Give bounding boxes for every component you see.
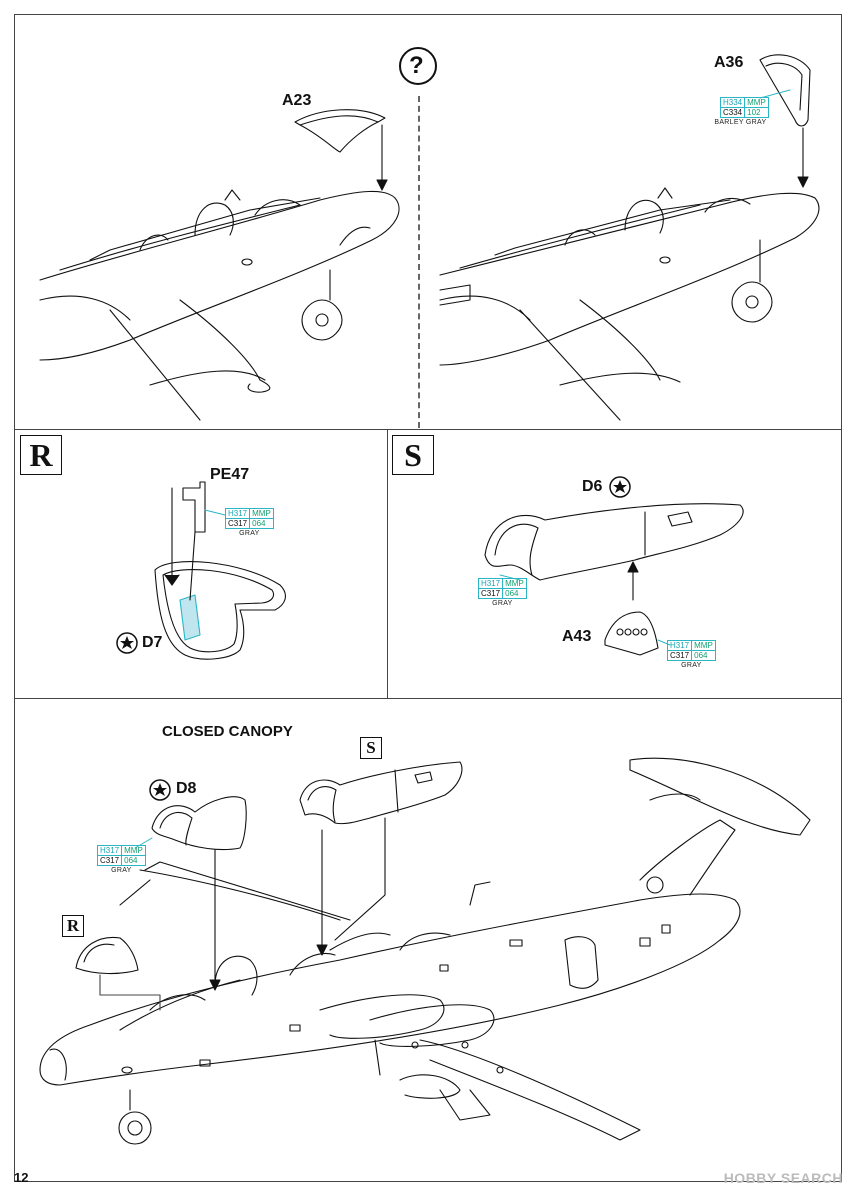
- paint-h-code: H317: [477, 578, 504, 589]
- paint-c-code: C334: [719, 107, 746, 118]
- paint-c-code: C317: [477, 588, 504, 599]
- canopy-d8: [151, 796, 247, 851]
- fuselage-right: [439, 187, 820, 421]
- paint-callout-d8: H317 MMP C317 064 GRAY: [96, 845, 146, 875]
- section-title-closed-canopy: CLOSED CANOPY: [162, 723, 293, 740]
- panel-a43: [604, 611, 659, 656]
- paint-h-code: H317: [224, 508, 251, 519]
- canopy-a36: [759, 54, 811, 127]
- paint-name: BARLEY GRAY: [714, 119, 767, 126]
- paint-h-code: H317: [96, 845, 123, 856]
- paint-mmp-number: 064: [691, 650, 716, 661]
- paint-name: GRAY: [239, 530, 260, 537]
- paint-h-code: H317: [666, 640, 693, 651]
- aircraft-side-view: [39, 757, 811, 1145]
- paint-mmp-number: 064: [249, 518, 274, 529]
- paint-mmp: MMP: [691, 640, 716, 651]
- page-frame: [14, 14, 842, 1182]
- paint-mmp-number: 102: [744, 107, 769, 118]
- photo-etch-star-icon: [609, 476, 631, 498]
- part-label-d7: D7: [142, 634, 163, 651]
- paint-name: GRAY: [681, 662, 702, 669]
- part-label-pe47: PE47: [210, 466, 250, 483]
- paint-callout-a43: H317 MMP C317 064 GRAY: [666, 640, 716, 670]
- paint-mmp-number: 064: [121, 855, 146, 866]
- photo-etch-star-icon: [116, 632, 138, 654]
- step-badge-s: S: [392, 435, 434, 475]
- part-label-a23: A23: [282, 92, 312, 109]
- paint-name: GRAY: [492, 600, 513, 607]
- paint-name: GRAY: [111, 867, 132, 874]
- part-label-a43: A43: [562, 628, 592, 645]
- divider-top: [14, 429, 842, 430]
- step-badge-s-small: S: [360, 737, 382, 759]
- page-number: 12: [14, 1170, 29, 1185]
- paint-callout-a36: H334 MMP C334 102 BARLEY GRAY: [714, 97, 769, 127]
- part-label-a36: A36: [714, 54, 744, 71]
- photo-etch-pe47: [164, 481, 206, 601]
- canopy-r-closed: [75, 936, 139, 975]
- paint-callout-d6: H317 MMP C317 064 GRAY: [477, 578, 527, 608]
- divider-rs: [387, 429, 388, 698]
- photo-etch-star-icon: [149, 779, 171, 801]
- part-label-d6: D6: [582, 478, 603, 495]
- paint-mmp: MMP: [744, 97, 769, 108]
- part-label-d8: D8: [176, 780, 197, 797]
- canopy-d6: [484, 503, 744, 581]
- step-badge-r: R: [20, 435, 62, 475]
- paint-mmp: MMP: [502, 578, 527, 589]
- divider-middle: [14, 698, 842, 699]
- paint-c-code: C317: [96, 855, 123, 866]
- paint-mmp: MMP: [249, 508, 274, 519]
- watermark: HOBBY SEARCH: [723, 1170, 843, 1186]
- paint-mmp-number: 064: [502, 588, 527, 599]
- canopy-a23: [294, 109, 386, 153]
- paint-h-code: H334: [719, 97, 746, 108]
- paint-callout-pe47: H317 MMP C317 064 GRAY: [224, 508, 274, 538]
- canopy-s-closed: [299, 761, 463, 825]
- paint-c-code: C317: [224, 518, 251, 529]
- paint-c-code: C317: [666, 650, 693, 661]
- divider-alternative: [418, 96, 420, 428]
- step-badge-r-small: R: [62, 915, 84, 937]
- question-icon: [399, 47, 437, 85]
- fuselage-left: [39, 189, 400, 421]
- canopy-frame-d7: [154, 561, 286, 660]
- question-icon-label: ?: [409, 52, 424, 79]
- paint-mmp: MMP: [121, 845, 146, 856]
